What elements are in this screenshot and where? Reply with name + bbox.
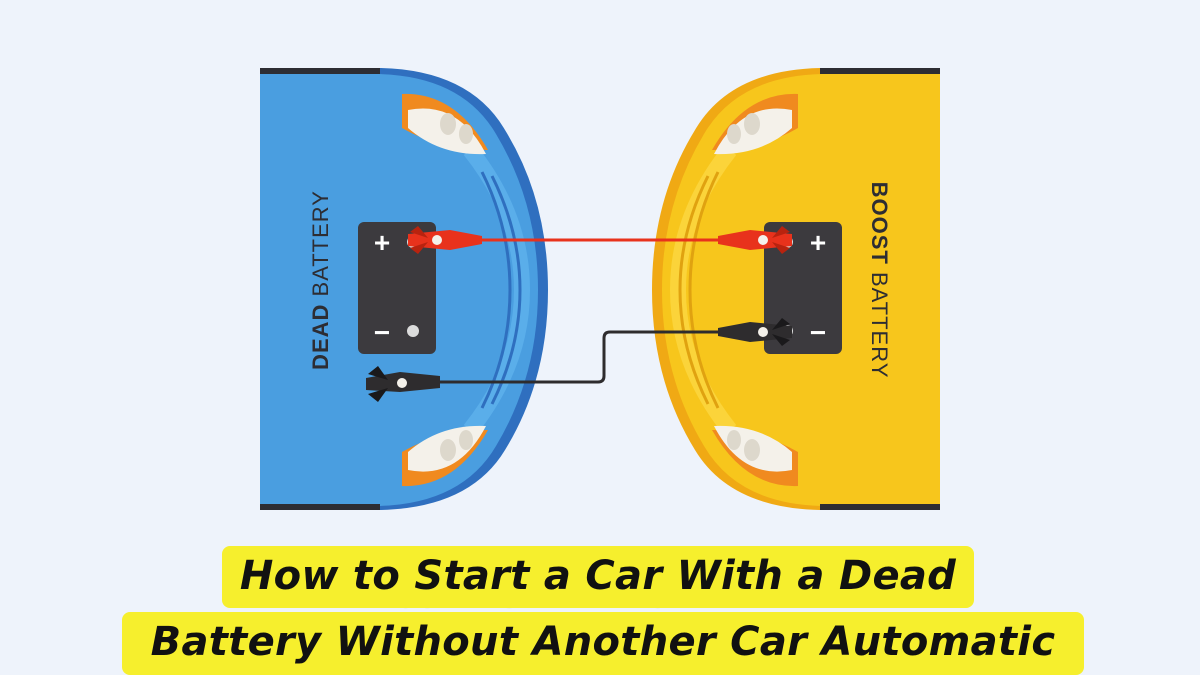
red-clamp-right (718, 226, 792, 254)
boost-battery-label: BOOST BATTERY (867, 182, 892, 379)
negative-terminal-sign-left: − (374, 317, 390, 348)
positive-terminal-sign-left: + (374, 227, 390, 258)
title-line-1: How to Start a Car With a Dead (222, 546, 974, 608)
red-clamp-left (408, 226, 482, 254)
boost-battery-label-rest: BATTERY (867, 265, 892, 379)
headlight-bottom-right (712, 425, 798, 487)
negative-jumper-cable (436, 330, 722, 384)
headlight-top-right (712, 93, 798, 155)
title-line-2: Battery Without Another Car Automatic (122, 612, 1084, 675)
dead-battery: + − (358, 222, 436, 354)
dead-battery-label-rest: BATTERY (308, 190, 333, 304)
dead-battery-label-bold: DEAD (308, 304, 333, 370)
headlight-top-left (402, 93, 488, 155)
black-clamp-right (718, 318, 792, 346)
positive-terminal-sign-right: + (810, 227, 826, 258)
negative-terminal-sign-right: − (810, 317, 826, 348)
title-banner: JUMP START A CAR How to Start a Car With… (0, 542, 1200, 675)
headlight-bottom-left (402, 425, 488, 487)
black-clamp-left (366, 366, 440, 402)
dead-battery-label: DEAD BATTERY (308, 190, 333, 370)
boost-battery-label-bold: BOOST (867, 182, 892, 265)
